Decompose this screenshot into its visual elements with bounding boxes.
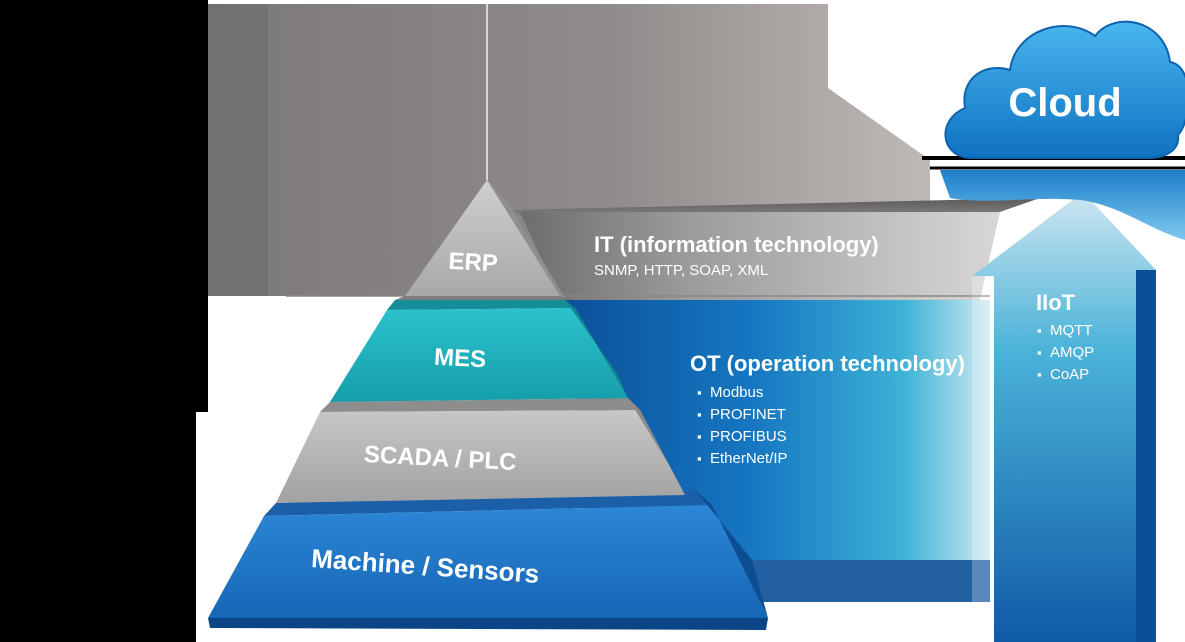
left-dark-region [0, 0, 208, 412]
mes-level-front [330, 308, 628, 402]
erp-level-bottom [395, 296, 565, 300]
ot-protocol-item: Modbus [710, 384, 763, 401]
left-dark-lower [0, 412, 196, 642]
cloud-shadow [940, 170, 1185, 240]
pyramid-level-scada: SCADA / PLC [276, 398, 685, 503]
ot-protocol-bullet: ▪ [697, 429, 702, 444]
iiot-text-block: IIoT ▪ MQTT ▪ AMQP ▪ CoAP [1036, 290, 1094, 383]
scada-level-top [320, 398, 640, 412]
iiot-protocol-bullet: ▪ [1037, 367, 1042, 382]
backdrop-left-strip [208, 4, 268, 296]
iiot-protocol-bullet: ▪ [1037, 323, 1042, 338]
iiot-arrow [972, 192, 1156, 642]
erp-level-side [487, 180, 565, 298]
cloud: Cloud [922, 20, 1185, 240]
erp-level-front [405, 180, 560, 296]
iiot-protocol-bullet: ▪ [1037, 345, 1042, 360]
iiot-protocol-item: CoAP [1050, 366, 1089, 383]
it-band [286, 198, 1040, 300]
pyramid-level-mes: MES [330, 300, 628, 402]
ot-text-block: OT (operation technology) ▪ Modbus ▪ PRO… [690, 351, 965, 467]
ot-title: OT (operation technology) [690, 351, 965, 376]
iiot-arrow-shape [972, 192, 1156, 642]
ot-protocol-list: ▪ Modbus ▪ PROFINET ▪ PROFIBUS ▪ EtherNe… [697, 384, 788, 467]
iiot-arrow-left-edge [972, 276, 994, 642]
machine-level-front [208, 505, 768, 618]
iiot-protocol-item: MQTT [1050, 322, 1093, 339]
it-text-block: IT (information technology) SNMP, HTTP, … [594, 232, 879, 279]
ot-protocol-bullet: ▪ [697, 385, 702, 400]
ot-protocol-bullet: ▪ [697, 451, 702, 466]
machine-level-bottom [208, 618, 768, 630]
iiot-protocol-item: AMQP [1050, 344, 1094, 361]
mes-level-label: MES [434, 344, 487, 374]
pyramid: Machine / Sensors SCADA / PLC MES ERP [208, 180, 768, 630]
it-protocols: SNMP, HTTP, SOAP, XML [594, 262, 768, 279]
scada-level-front [276, 410, 685, 503]
it-title: IT (information technology) [594, 232, 879, 257]
ot-protocol-bullet: ▪ [697, 407, 702, 422]
ot-protocol-item: PROFINET [710, 406, 786, 423]
erp-level-label: ERP [448, 248, 499, 278]
iiot-title: IIoT [1036, 290, 1076, 315]
mes-level-top [387, 300, 575, 310]
iiot-arrow-right-edge [1136, 270, 1156, 642]
cloud-icon [944, 20, 1185, 159]
pyramid-level-machine: Machine / Sensors [208, 490, 768, 630]
pyramid-level-erp: ERP [395, 180, 565, 300]
cloud-label: Cloud [1008, 81, 1121, 125]
iiot-protocol-list: ▪ MQTT ▪ AMQP ▪ CoAP [1037, 322, 1094, 383]
ot-protocol-item: EtherNet/IP [710, 450, 788, 467]
ot-protocol-item: PROFIBUS [710, 428, 787, 445]
it-band-shape [520, 212, 1000, 300]
